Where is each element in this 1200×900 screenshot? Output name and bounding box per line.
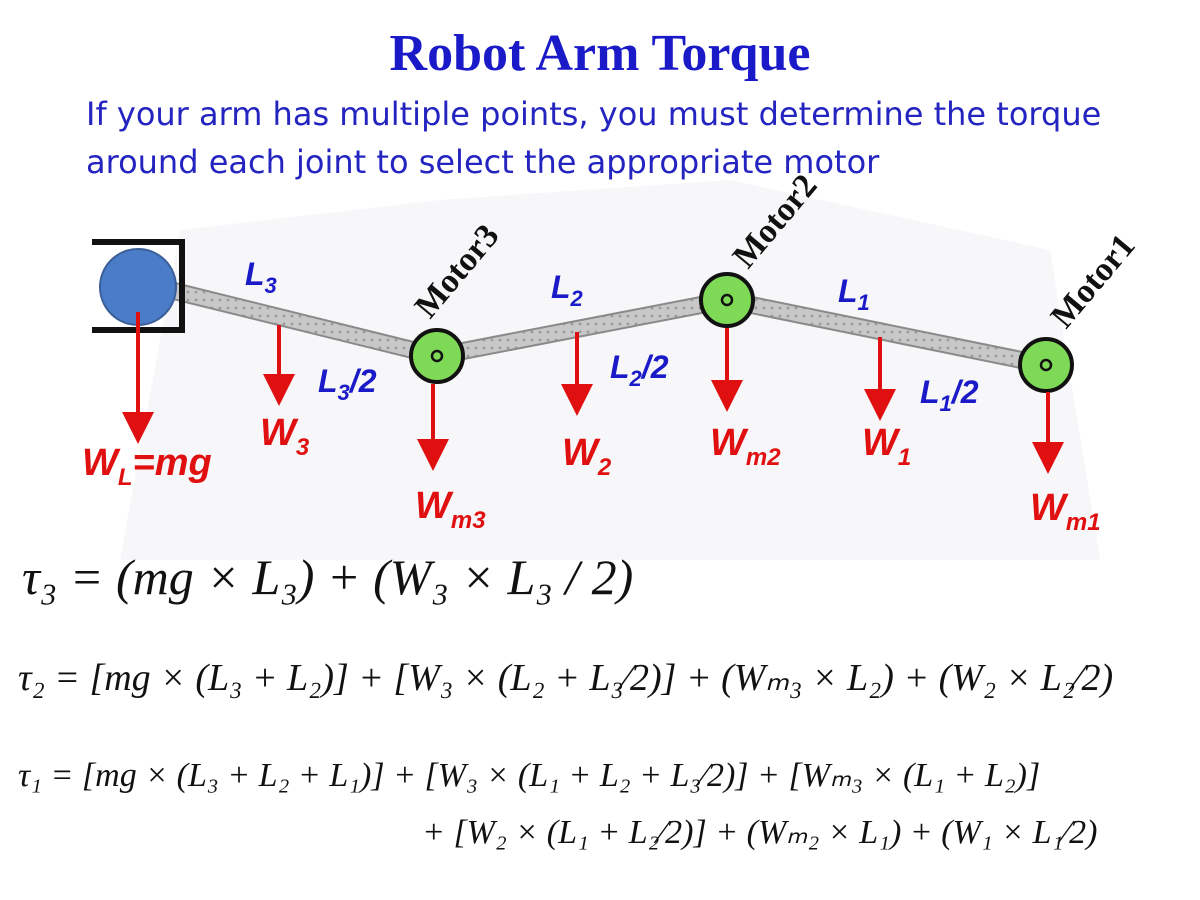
background-shade — [120, 180, 1100, 560]
label-l1-half: L1/2 — [920, 374, 979, 416]
link-1 — [725, 293, 1048, 372]
label-l2: L2 — [551, 269, 584, 311]
label-l2-half: L2/2 — [610, 349, 669, 391]
label-w2: W2 — [562, 432, 612, 481]
label-w1: W1 — [862, 422, 911, 471]
equation-tau1-line2: + [W₂ × (L₁ + L₂⁄2)] + (Wₘ₂ × L₁) + (W₁ … — [422, 814, 1098, 851]
label-w3: W3 — [260, 412, 310, 461]
motor1-label: Motor1 — [1044, 227, 1143, 335]
motor-2 — [699, 272, 755, 328]
label-l3-half: L3/2 — [318, 363, 377, 405]
label-wm1: Wm1 — [1030, 487, 1101, 536]
slide-title: Robot Arm Torque — [389, 25, 811, 82]
label-l3: L3 — [245, 256, 277, 298]
equation-tau3: τ₃ = (mg × L₃) + (W₃ × L₃ / 2) — [22, 549, 634, 605]
label-wm2: Wm2 — [710, 422, 781, 471]
link-3 — [168, 283, 439, 363]
link-2 — [435, 293, 729, 363]
label-wm3: Wm3 — [415, 485, 486, 534]
motor-1 — [1018, 337, 1074, 393]
equation-tau1-line1: τ₁ = [mg × (L₃ + L₂ + L₁)] + [W₃ × (L₁ +… — [18, 757, 1041, 794]
label-wl: WL=mg — [82, 442, 212, 491]
label-l1: L1 — [838, 273, 870, 315]
motor-3 — [409, 328, 465, 384]
slide-subtitle: If your arm has multiple points, you mus… — [86, 95, 1102, 181]
equation-tau2: τ₂ = [mg × (L₃ + L₂)] + [W₃ × (L₂ + L₃⁄2… — [18, 657, 1114, 699]
robot-arm-diagram: Motor3 Motor2 Motor1 L3 L3/2 L2 L2/2 L1 … — [82, 167, 1143, 560]
